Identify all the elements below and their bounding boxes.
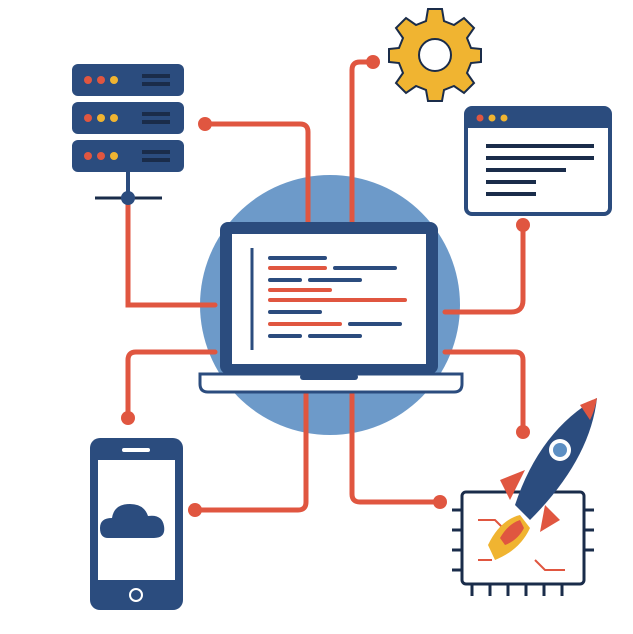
- connector-browser: [442, 222, 526, 315]
- connectors: [125, 59, 526, 513]
- laptop-code-icon: [198, 222, 464, 394]
- connector-phone: [125, 349, 218, 421]
- gear-icon: [388, 8, 482, 102]
- connector-server: [125, 197, 218, 308]
- browser-window-icon: [464, 106, 612, 216]
- connector-rocket: [442, 349, 526, 435]
- rocket-chip-icon: [452, 398, 597, 596]
- connector-server-top: [202, 121, 311, 228]
- connector-phone-bottom: [192, 389, 309, 513]
- connector-dots: [121, 55, 530, 517]
- connector-chip: [349, 389, 443, 505]
- server-stack-icon: [72, 64, 184, 205]
- smartphone-cloud-icon: [90, 438, 183, 610]
- connector-gear: [349, 59, 376, 228]
